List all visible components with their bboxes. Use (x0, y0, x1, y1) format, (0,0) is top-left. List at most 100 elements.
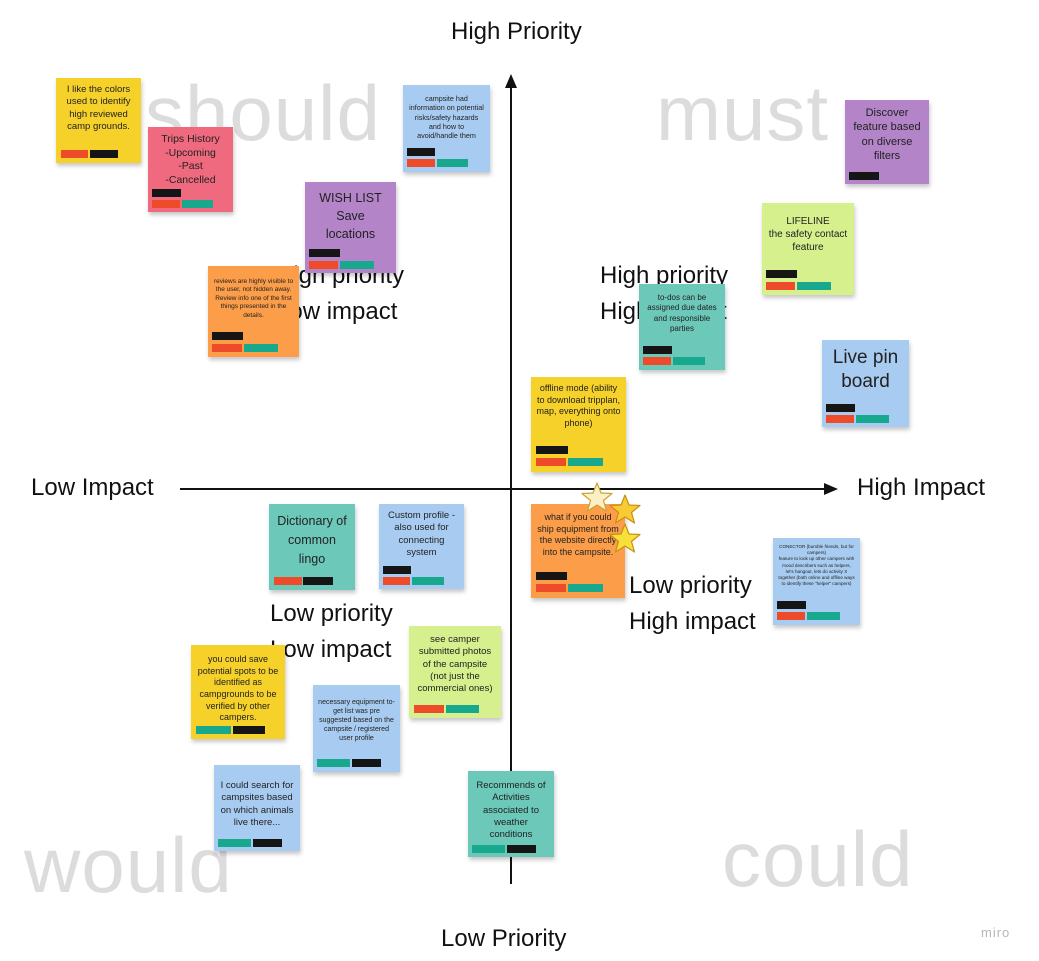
vote-tag-red (414, 705, 444, 713)
star-icon[interactable] (609, 522, 641, 554)
axis-label-high-priority: High Priority (451, 18, 582, 45)
vote-tag-black (152, 189, 181, 197)
sticky-note-discover[interactable]: Discover feature based on diverse filter… (845, 100, 929, 184)
vote-tag-green (856, 415, 889, 423)
vote-tag-red (826, 415, 854, 423)
sticky-note-text: I could search for campsites based on wh… (220, 780, 294, 829)
vote-tag-black (536, 446, 568, 454)
vote-tag-black (90, 150, 118, 158)
sticky-note-live-pin-board[interactable]: Live pin board (822, 340, 909, 427)
vote-tag-green (437, 159, 468, 167)
star-icon-pale[interactable] (581, 481, 613, 513)
vote-tag-red (152, 200, 180, 208)
sticky-note-text: offline mode (ability to download trippl… (536, 383, 621, 429)
sticky-note-text: Discover feature based on diverse filter… (853, 107, 921, 162)
vote-tag-black (507, 845, 536, 853)
sticky-note-camper-photos[interactable]: see camper submitted photos of the camps… (409, 626, 501, 718)
would-watermark: would (24, 821, 233, 909)
vote-tag-green (472, 845, 505, 853)
vote-tag-red (407, 159, 435, 167)
vote-tag-black (212, 332, 243, 340)
vote-tag-red (536, 458, 566, 466)
vote-tag-black (352, 759, 381, 767)
sticky-note-text: CONECTOR (bumble friends, but for camper… (778, 544, 855, 587)
vote-tag-green (797, 282, 831, 290)
vote-tag-black (383, 566, 411, 574)
vote-tag-black (536, 572, 567, 580)
vote-tag-black (766, 270, 797, 278)
sticky-note-text: reviews are highly visible to the user, … (213, 278, 294, 319)
vote-tag-black (826, 404, 855, 412)
sticky-note-todos[interactable]: to-dos can be assigned due dates and res… (639, 284, 725, 370)
vote-tag-green (218, 839, 251, 847)
sticky-note-text: Recommends of Activities associated to w… (476, 780, 546, 841)
sticky-note-trips-history[interactable]: Trips History -Upcoming -Past -Cancelled (148, 127, 233, 212)
sticky-note-text: to-dos can be assigned due dates and res… (647, 293, 717, 334)
vote-tag-green (446, 705, 479, 713)
sticky-note-equipment-list[interactable]: necessary equipment to-get list was pre … (313, 685, 400, 772)
vote-tag-green (244, 344, 278, 352)
vote-tag-green (317, 759, 350, 767)
sticky-note-reviews[interactable]: reviews are highly visible to the user, … (208, 266, 299, 357)
vote-tag-black (849, 172, 879, 180)
vote-tag-green (196, 726, 231, 734)
sticky-note-text: Custom profile - also used for connectin… (387, 510, 456, 559)
vote-tag-green (182, 200, 213, 208)
vote-tag-black (777, 601, 806, 609)
miro-logo: miro (981, 925, 1011, 940)
vote-tag-green (807, 612, 840, 620)
sticky-note-text: LIFELINE the safety contact feature (768, 216, 848, 253)
sticky-note-risks[interactable]: campsite had information on potential ri… (403, 85, 490, 172)
vote-tag-black (253, 839, 282, 847)
vote-tag-black (407, 148, 435, 156)
axis-label-low-priority: Low Priority (441, 925, 567, 952)
vote-tag-black (233, 726, 265, 734)
vote-tag-green (568, 458, 603, 466)
vote-tag-black (303, 577, 333, 585)
sticky-note-ship-equipment[interactable]: what if you could ship equipment from th… (531, 504, 625, 598)
sticky-note-text: see camper submitted photos of the camps… (417, 634, 493, 695)
vote-tag-green (568, 584, 603, 592)
sticky-note-lifeline[interactable]: LIFELINE the safety contact feature (762, 203, 854, 295)
vote-tag-green (340, 261, 374, 269)
sticky-note-text: WISH LIST Save locations (319, 191, 382, 242)
sticky-note-animals[interactable]: I could search for campsites based on wh… (214, 765, 300, 851)
sticky-note-text: Dictionary of common lingo (277, 514, 347, 566)
sticky-note-text: necessary equipment to-get list was pre … (318, 699, 395, 743)
sticky-note-offline-mode[interactable]: offline mode (ability to download trippl… (531, 377, 626, 472)
sticky-note-text: Live pin board (832, 347, 899, 393)
sticky-note-text: campsite had information on potential ri… (409, 94, 484, 141)
could-watermark: could (722, 815, 914, 903)
vote-tag-red (766, 282, 795, 290)
sticky-note-text: Trips History -Upcoming -Past -Cancelled (161, 133, 220, 186)
star-icon[interactable] (609, 493, 641, 525)
must-watermark: must (656, 69, 830, 157)
vote-tag-red (61, 150, 88, 158)
vote-tag-green (412, 577, 444, 585)
vote-tag-red (777, 612, 805, 620)
axis-label-high-impact: High Impact (857, 474, 986, 501)
sticky-note-dictionary[interactable]: Dictionary of common lingo (269, 504, 355, 590)
sticky-note-text: I like the colors used to identify high … (66, 84, 131, 133)
vote-tag-black (643, 346, 672, 354)
vote-tag-red (274, 577, 302, 585)
sticky-note-activities[interactable]: Recommends of Activities associated to w… (468, 771, 554, 857)
vote-tag-red (383, 577, 410, 585)
axis-label-low-impact: Low Impact (31, 474, 154, 501)
sticky-note-wish-list[interactable]: WISH LIST Save locations (305, 182, 396, 273)
sticky-note-text: you could save potential spots to be ide… (197, 654, 279, 723)
sticky-note-save-spots[interactable]: you could save potential spots to be ide… (191, 645, 285, 739)
sticky-note-colors[interactable]: I like the colors used to identify high … (56, 78, 141, 163)
sticky-note-conector[interactable]: CONECTOR (bumble friends, but for camper… (773, 538, 860, 625)
vote-tag-black (309, 249, 340, 257)
vote-tag-green (673, 357, 705, 365)
vote-tag-red (212, 344, 242, 352)
vote-tag-red (309, 261, 338, 269)
vote-tag-red (536, 584, 566, 592)
sticky-note-custom-profile[interactable]: Custom profile - also used for connectin… (379, 504, 464, 589)
vote-tag-red (643, 357, 671, 365)
sticky-note-text: what if you could ship equipment from th… (537, 512, 619, 558)
